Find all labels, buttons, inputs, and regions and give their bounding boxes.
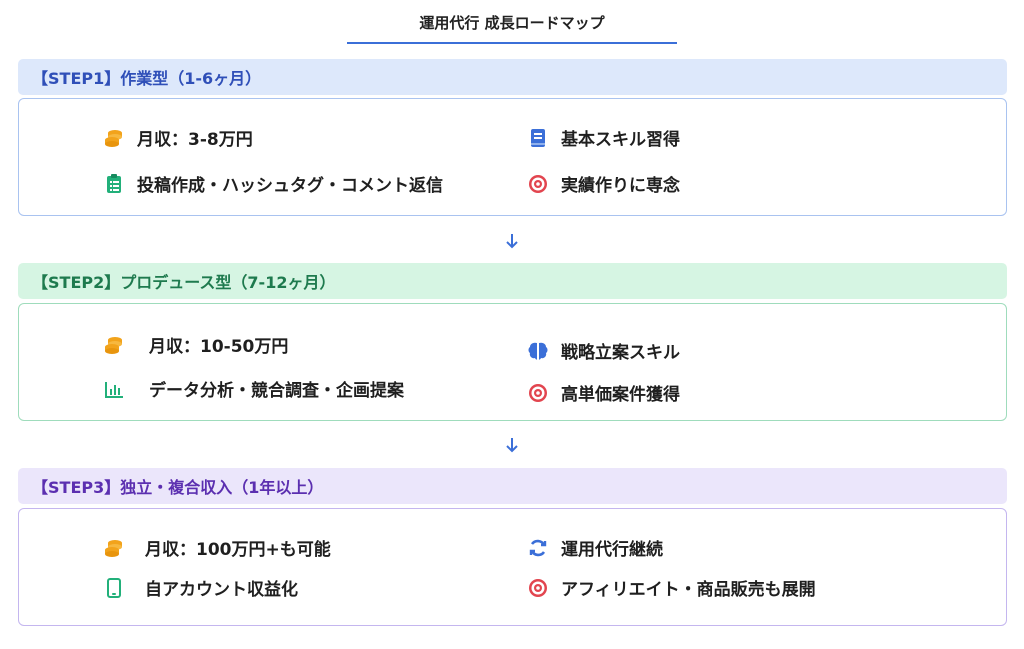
target-icon [527,382,549,404]
down-arrow-icon [502,435,522,455]
step1-income-text: 月収：3-8万円 [137,130,253,150]
coins-icon [103,537,125,559]
title-underline [347,42,677,44]
step3-income: 月収：100万円+も可能 [103,535,331,560]
clipboard-icon [103,173,125,195]
down-arrow-icon [502,231,522,251]
step1-goal: 実績作りに専念 [527,171,680,196]
coins-icon [103,127,125,149]
step3-goal: アフィリエイト・商品販売も展開 [527,575,816,600]
book-icon [527,127,549,149]
step1-goal-text: 実績作りに専念 [561,176,680,196]
sync-icon [527,537,549,559]
page-title: 運用代行 成長ロードマップ [419,14,605,32]
step1-title: 【STEP1】作業型（1-6ヶ月） [32,69,262,88]
step3-tasks-text: 自アカウント収益化 [145,580,298,600]
step3-tasks: 自アカウント収益化 [103,575,298,600]
step3-skill: 運用代行継続 [527,535,663,560]
step1-tasks: 投稿作成・ハッシュタグ・コメント返信 [103,171,443,196]
step3-body: 月収：100万円+も可能 運用代行継続 自アカウント収益化 アフィリエイト・商品… [18,508,1007,626]
target-icon [527,173,549,195]
step3-goal-text: アフィリエイト・商品販売も展開 [561,580,816,600]
step2-income: 月収：10-50万円 [103,332,288,357]
target-icon [527,577,549,599]
step1-skill-text: 基本スキル習得 [561,130,680,150]
step3-header: 【STEP3】独立・複合収入（1年以上） [18,468,1007,504]
step2-goal: 高単価案件獲得 [527,380,680,405]
step2-header: 【STEP2】プロデュース型（7-12ヶ月） [18,263,1007,299]
step3-title: 【STEP3】独立・複合収入（1年以上） [32,478,324,497]
brain-icon [527,340,549,362]
bar-chart-icon [103,378,125,400]
smartphone-icon [103,577,125,599]
step1-tasks-text: 投稿作成・ハッシュタグ・コメント返信 [137,176,443,196]
step3-income-text: 月収：100万円+も可能 [145,540,331,560]
step2-title: 【STEP2】プロデュース型（7-12ヶ月） [32,273,336,292]
step2-income-text: 月収：10-50万円 [149,337,289,357]
step1-body: 月収：3-8万円 基本スキル習得 投稿作成・ハッシュタグ・コメント返信 実績作り… [18,98,1007,216]
step1-skill: 基本スキル習得 [527,125,680,150]
step2-skill: 戦略立案スキル [527,338,680,363]
step2-tasks: データ分析・競合調査・企画提案 [103,376,404,401]
step1-header: 【STEP1】作業型（1-6ヶ月） [18,59,1007,95]
coins-icon [103,334,125,356]
step1-income: 月収：3-8万円 [103,125,253,150]
step2-goal-text: 高単価案件獲得 [561,385,680,405]
step2-skill-text: 戦略立案スキル [561,343,680,363]
step3-skill-text: 運用代行継続 [561,540,663,560]
step2-body: 月収：10-50万円 戦略立案スキル データ分析・競合調査・企画提案 高単価案件… [18,303,1007,421]
step2-tasks-text: データ分析・競合調査・企画提案 [149,381,404,401]
